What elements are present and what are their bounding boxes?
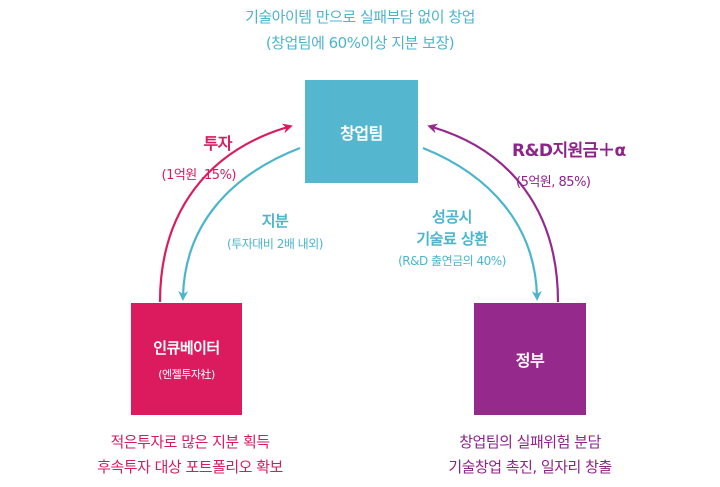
equity-arrow — [178, 146, 301, 301]
startup-team-box: 창업팀 — [305, 80, 418, 183]
investment-arrow — [158, 123, 293, 303]
tech-fee-arrow — [422, 146, 542, 301]
incubator-benefit-line2: 후속투자 대상 포트폴리오 확보 — [97, 458, 283, 476]
government-benefit-line1: 창업팀의 실패위험 분담 — [459, 433, 601, 451]
rd-grant-label-group: R&D지원금＋α (5억원, 85%) — [512, 136, 712, 190]
government-benefit-caption: 창업팀의 실패위험 분담 기술창업 촉진, 일자리 창출 — [400, 430, 660, 480]
government-benefit-line2: 기술창업 촉진, 일자리 창출 — [448, 458, 612, 476]
equity-label-group: 지분 (투자대비 2배 내외) — [200, 210, 350, 252]
tech-fee-label-group: 성공시 기술료 상환 (R&D 출연금의 40%) — [372, 206, 532, 269]
incubator-benefit-caption: 적은투자로 많은 지분 획득 후속투자 대상 포트폴리오 확보 — [50, 430, 330, 480]
top-caption-line2: (창업팀에 60%이상 지분 보장) — [265, 34, 455, 52]
tech-fee-detail: (R&D 출연금의 40%) — [398, 254, 506, 268]
government-label: 정부 — [515, 351, 545, 370]
tech-fee-line2: 기술료 상환 — [416, 230, 488, 248]
top-caption-line1: 기술아이템 만으로 실패부담 없이 창업 — [245, 8, 475, 26]
rd-grant-arrow — [427, 123, 560, 303]
rd-grant-detail: (5억원, 85%) — [516, 175, 591, 190]
incubator-box: 인큐베이터 (엔젤투자社) — [131, 303, 242, 415]
investment-label: 투자 — [203, 134, 233, 153]
equity-label: 지분 — [261, 212, 289, 230]
tech-fee-line1: 성공시 — [432, 208, 472, 226]
incubator-label: 인큐베이터 — [153, 338, 220, 357]
startup-team-label: 창업팀 — [340, 123, 383, 143]
investment-label-group: 투자 (1억원 ,15%) — [110, 130, 240, 183]
equity-detail: (투자대비 2배 내외) — [227, 237, 323, 251]
top-caption: 기술아이템 만으로 실패부담 없이 창업 (창업팀에 60%이상 지분 보장) — [160, 4, 560, 56]
incubator-sublabel: (엔젤투자社) — [158, 367, 215, 381]
investment-detail: (1억원 ,15%) — [161, 168, 237, 183]
rd-grant-label: R&D지원금＋α — [512, 141, 626, 161]
incubator-benefit-line1: 적은투자로 많은 지분 획득 — [110, 433, 270, 451]
government-box: 정부 — [474, 303, 586, 415]
